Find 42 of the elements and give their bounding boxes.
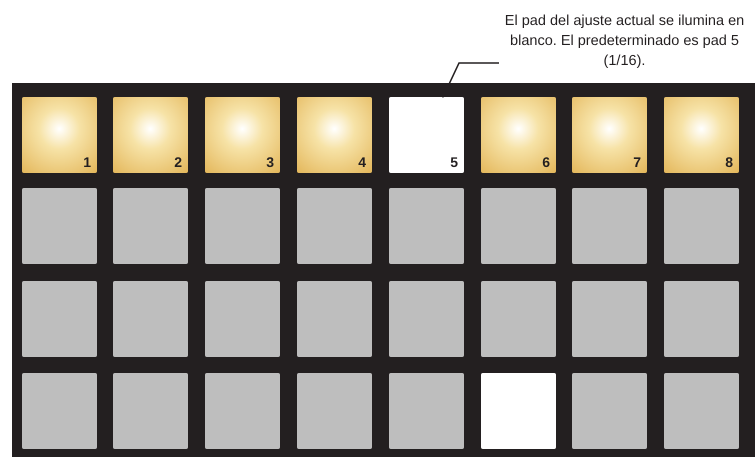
- pad: [297, 188, 372, 264]
- pad: [297, 281, 372, 357]
- pad: [297, 97, 372, 173]
- pad-number: 3: [266, 154, 274, 170]
- pad: [113, 373, 188, 449]
- leader-line: [442, 62, 499, 98]
- pad-number: 7: [633, 154, 641, 170]
- pad-number: 8: [725, 154, 733, 170]
- pad-number: 2: [174, 154, 182, 170]
- pad: [572, 281, 647, 357]
- pad: [664, 281, 739, 357]
- pad: [389, 281, 464, 357]
- pad: [664, 97, 739, 173]
- pad: [205, 188, 280, 264]
- pad: [205, 97, 280, 173]
- pad: [481, 97, 556, 173]
- pad: [205, 373, 280, 449]
- pad: [113, 97, 188, 173]
- pad: [481, 188, 556, 264]
- pad: [205, 281, 280, 357]
- pad: [389, 188, 464, 264]
- pad: [664, 188, 739, 264]
- pad-number: 6: [542, 154, 550, 170]
- pad: [664, 373, 739, 449]
- pad: [22, 188, 97, 264]
- pad: [22, 97, 97, 173]
- callout-text: El pad del ajuste actual se ilumina en blanco. El predeterminado es pad 5 (1/16).: [497, 11, 752, 71]
- pad: [572, 373, 647, 449]
- pad: [572, 188, 647, 264]
- pad-number: 4: [358, 154, 366, 170]
- pad: [297, 373, 372, 449]
- pad: [572, 97, 647, 173]
- pad-number: 5: [450, 154, 458, 170]
- pad: [389, 97, 464, 173]
- pad: [481, 281, 556, 357]
- pad: [113, 281, 188, 357]
- pad-number: 1: [83, 154, 91, 170]
- pad: [389, 373, 464, 449]
- pad: [113, 188, 188, 264]
- pad: [481, 373, 556, 449]
- pad: [22, 281, 97, 357]
- pad: [22, 373, 97, 449]
